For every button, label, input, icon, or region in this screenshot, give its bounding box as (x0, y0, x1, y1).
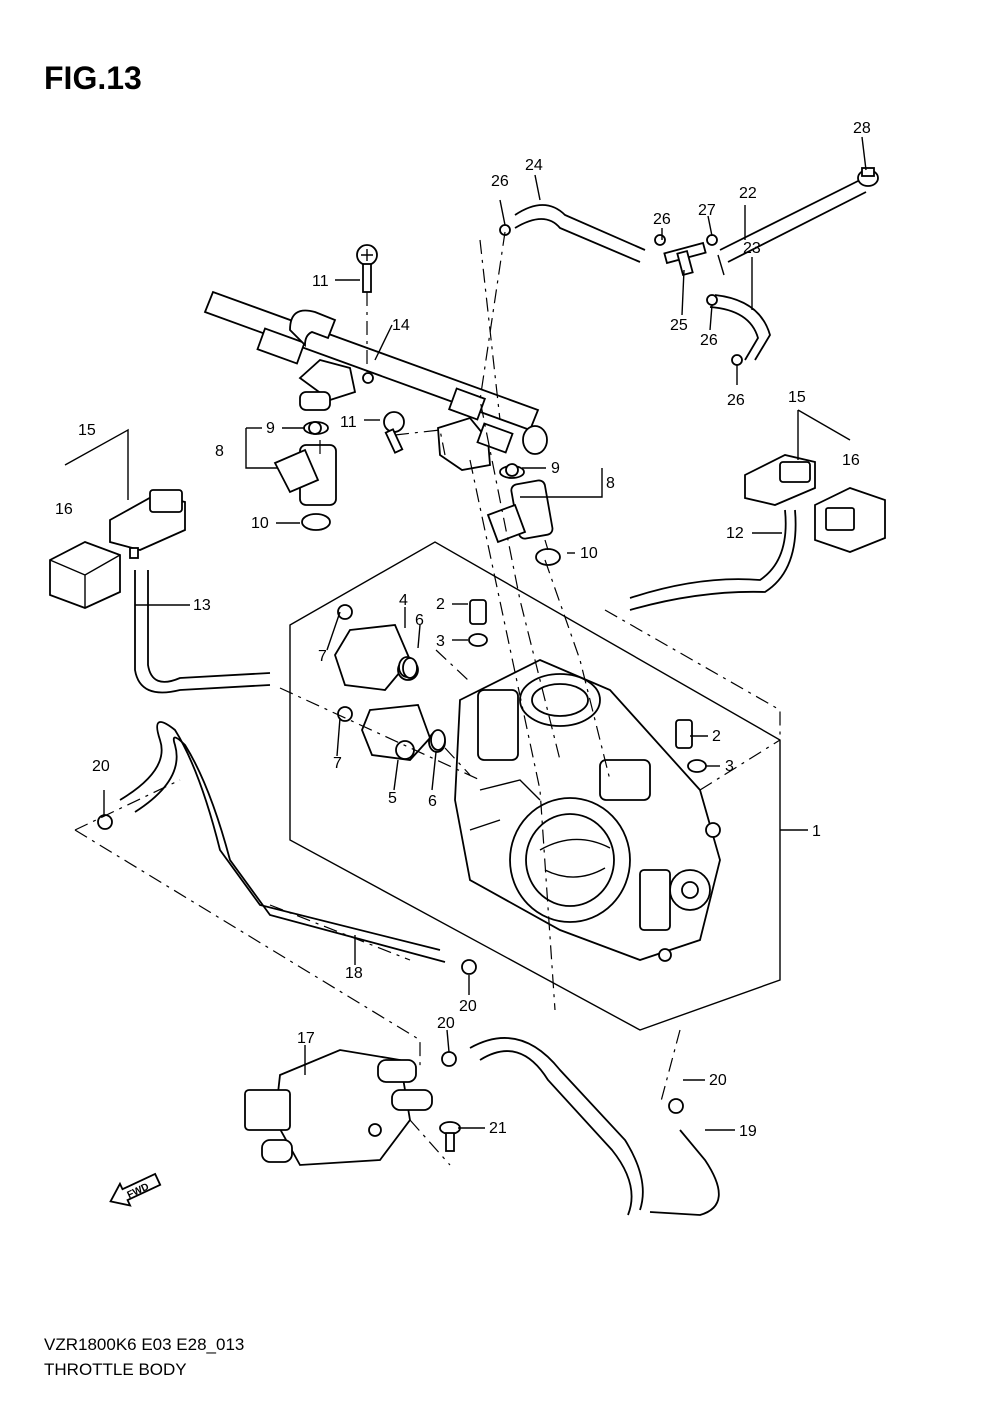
hose-23 (714, 294, 771, 361)
callout-15: 15 (78, 422, 96, 439)
model-code: VZR1800K6 E03 E28_013 (44, 1335, 245, 1354)
callout-23: 23 (743, 240, 761, 257)
connector-left (109, 489, 186, 559)
callout-26: 26 (653, 211, 671, 228)
callout-8: 8 (606, 475, 615, 492)
callout-20: 20 (459, 998, 477, 1015)
throttle-body-assembly-frame (289, 541, 781, 1031)
hose-13 (134, 570, 271, 694)
callout-11: 11 (340, 414, 357, 431)
callout-15: 15 (788, 389, 806, 406)
screw-lower (383, 411, 405, 454)
callout-17: 17 (297, 1030, 315, 1047)
callout-26: 26 (700, 332, 718, 349)
callout-6: 6 (415, 612, 424, 629)
callout-28: 28 (853, 120, 871, 137)
callout-13: 13 (193, 597, 211, 614)
callout-19: 19 (739, 1123, 757, 1140)
callout-25: 25 (670, 317, 688, 334)
fwd-arrow-icon: FWD (109, 1172, 162, 1207)
screw-upper (356, 244, 378, 293)
callout-22: 22 (739, 185, 757, 202)
injector-left (273, 421, 337, 531)
callout-5: 5 (388, 790, 397, 807)
throttle-position-sensor (334, 624, 419, 691)
throttle-body (454, 659, 721, 962)
hose-24 (514, 204, 646, 251)
callout-9: 9 (266, 420, 275, 437)
fitting-upper (468, 599, 488, 647)
callout-16: 16 (842, 452, 860, 469)
callout-labels: 1 2 2 3 3 4 5 6 6 7 7 8 8 9 9 10 10 11 1… (55, 120, 871, 1140)
hose-12 (629, 509, 787, 599)
callout-26: 26 (727, 392, 745, 409)
diagram-subtitle: THROTTLE BODY (44, 1360, 187, 1379)
hose-clamp-28 (857, 167, 879, 187)
leader-lines (64, 136, 867, 1131)
callout-20: 20 (92, 758, 110, 775)
callout-21: 21 (489, 1120, 507, 1137)
callout-9: 9 (551, 460, 560, 477)
assembly-lines (74, 231, 781, 1166)
injector-right (486, 465, 561, 566)
hose-22 (719, 179, 861, 251)
callout-27: 27 (698, 202, 716, 219)
valve-assembly (244, 1049, 433, 1166)
callout-24: 24 (525, 157, 543, 174)
hose-18 (119, 721, 441, 951)
sensor-screws (337, 604, 353, 722)
callout-26: 26 (491, 173, 509, 190)
figure-title: FIG.13 (44, 60, 142, 96)
callout-7: 7 (333, 755, 342, 772)
callout-8: 8 (215, 443, 224, 460)
callout-4: 4 (399, 592, 408, 609)
connector-right (744, 454, 816, 506)
callout-11: 11 (312, 273, 329, 290)
callout-20: 20 (709, 1072, 727, 1089)
callout-2: 2 (436, 596, 445, 613)
fwd-label: FWD (126, 1181, 151, 1201)
hose-19 (469, 1037, 644, 1211)
callout-10: 10 (251, 515, 269, 532)
callout-7: 7 (318, 648, 327, 665)
cover-right (814, 487, 886, 553)
callout-1: 1 (812, 823, 821, 840)
fitting-right (675, 719, 707, 773)
callout-3: 3 (725, 758, 734, 775)
screw-21 (439, 1121, 461, 1152)
fuel-rail (203, 290, 548, 471)
t-joint (663, 241, 707, 277)
callout-10: 10 (580, 545, 598, 562)
callout-16: 16 (55, 501, 73, 518)
callout-20: 20 (437, 1015, 455, 1032)
callout-6: 6 (428, 793, 437, 810)
callout-14: 14 (392, 317, 410, 334)
small-clamps (97, 224, 743, 1114)
callout-18: 18 (345, 965, 363, 982)
callout-2: 2 (712, 728, 721, 745)
callout-3: 3 (436, 633, 445, 650)
cover-left (49, 541, 121, 609)
callout-12: 12 (726, 525, 744, 542)
